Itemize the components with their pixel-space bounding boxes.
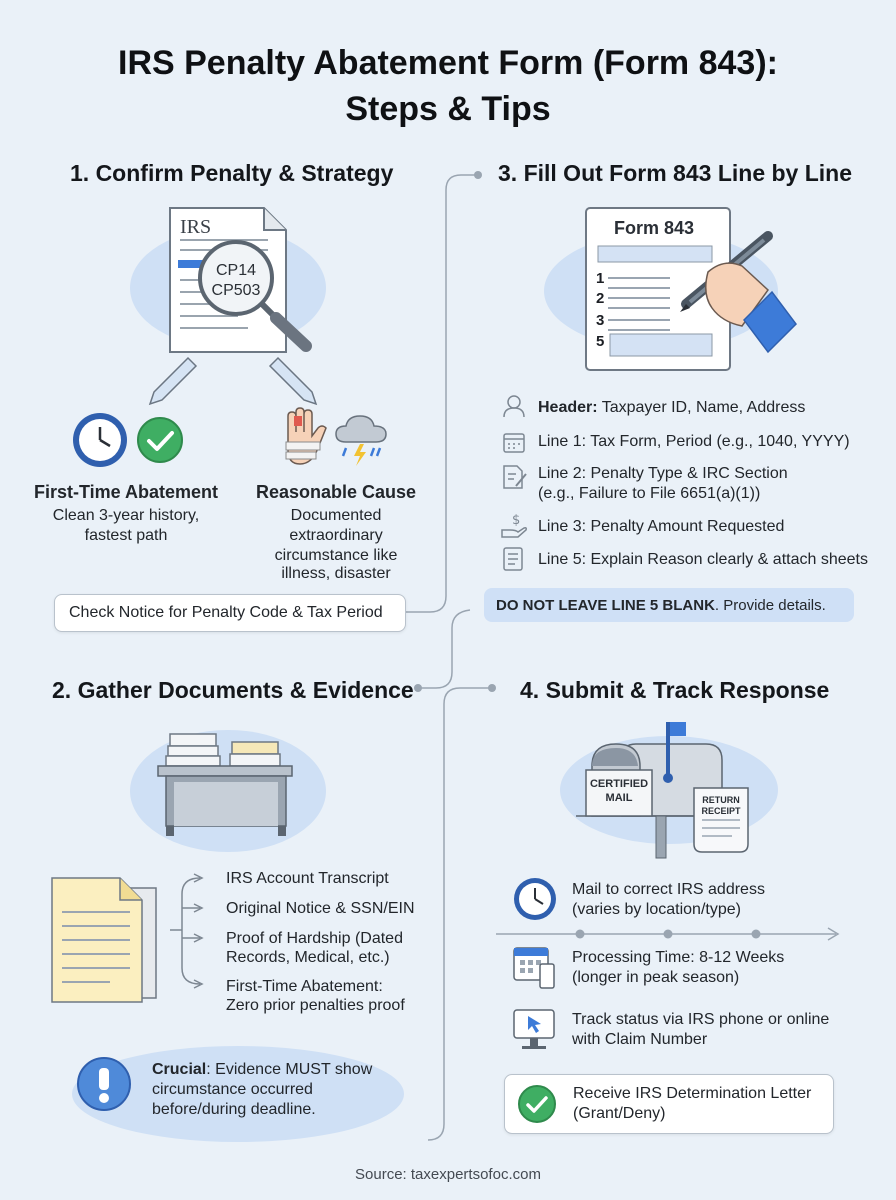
desk-with-papers-icon (157, 733, 293, 836)
crucial-line-1: Crucial: Evidence MUST show (152, 1061, 373, 1078)
arrow-down-left-icon (148, 356, 198, 406)
money-hand-icon: $ (501, 513, 527, 538)
doc-item-3b: Records, Medical, etc.) (226, 949, 390, 966)
form-line-num-2: 2 (596, 290, 605, 307)
notice-code-1: CP14 (215, 262, 257, 279)
receive-2: (Grant/Deny) (573, 1105, 666, 1122)
doc-item-4b: Zero prior penalties proof (226, 997, 405, 1014)
mail-step-2: (varies by location/type) (572, 901, 741, 918)
bracket-arrows (170, 873, 204, 989)
form-line1-row: Line 1: Tax Form, Period (e.g., 1040, YY… (538, 433, 850, 450)
form-line3-row: Line 3: Penalty Amount Requested (538, 518, 785, 535)
hand-with-pen-icon (680, 231, 797, 354)
page-title: IRS Penalty Abatement Form (Form 843): S… (118, 44, 778, 128)
rc-desc-1: Documented (290, 507, 382, 524)
arrow-down-right-icon (268, 356, 318, 406)
person-icon (503, 395, 525, 418)
computer-cursor-icon (513, 1009, 555, 1049)
notice-code-2: CP503 (211, 282, 261, 299)
form-title: Form 843 (614, 218, 695, 238)
return-receipt-icon (693, 787, 749, 853)
calendar-phone-icon (513, 947, 555, 989)
calendar-icon (503, 433, 525, 453)
receipt-text-2: RECEIPT (701, 806, 741, 816)
mail-step-1: Mail to correct IRS address (572, 881, 765, 898)
section2-heading: 2. Gather Documents & Evidence (52, 677, 414, 703)
rc-desc-2: extraordinary (289, 527, 383, 544)
timeline-arrow (496, 927, 840, 941)
doc-item-2: Original Notice & SSN/EIN (226, 900, 415, 917)
document-lines-icon (503, 547, 523, 571)
storm-cloud-icon (335, 415, 387, 466)
source-credit: Source: taxexpertsofoc.com (355, 1166, 541, 1183)
fta-desc-1: Clean 3-year history, (52, 507, 200, 524)
form-line-num-3: 3 (596, 312, 605, 329)
determination-check-icon (518, 1085, 556, 1123)
check-notice-text: Check Notice for Penalty Code & Tax Peri… (69, 604, 383, 621)
form-line-num-1: 1 (596, 270, 605, 287)
certified-text-1: CERTIFIED (589, 778, 649, 790)
crucial-line-3: before/during deadline. (152, 1101, 316, 1118)
certified-text-2: MAIL (605, 792, 633, 804)
rc-desc-3: circumstance like (274, 547, 398, 564)
form-line2-b: (e.g., Failure to File 6651(a)(1)) (538, 485, 761, 502)
form-line2-a: Line 2: Penalty Type & IRC Section (538, 465, 788, 482)
track-2: with Claim Number (572, 1031, 708, 1048)
processing-1: Processing Time: 8-12 Weeks (572, 949, 785, 966)
form-line-num-5: 5 (596, 333, 605, 350)
form-843-icon (585, 207, 731, 371)
determination-letter-box: Receive IRS Determination Letter (Grant/… (504, 1074, 834, 1134)
form-header-row: Header: Taxpayer ID, Name, Address (538, 399, 806, 416)
injured-hand-icon (285, 407, 327, 465)
processing-2: (longer in peak season) (572, 969, 740, 986)
fta-desc-2: fastest path (84, 527, 168, 544)
receipt-text-1: RETURN (702, 795, 740, 805)
rc-desc-4: illness, disaster (281, 565, 391, 582)
fta-title: First-Time Abatement (33, 482, 219, 502)
line5-warning-text: DO NOT LEAVE LINE 5 BLANK. Provide detai… (496, 597, 826, 614)
svg-text:$: $ (512, 513, 520, 528)
crucial-line-2: circumstance occurred (152, 1081, 313, 1098)
section1-heading: 1. Confirm Penalty & Strategy (70, 160, 394, 186)
notice-brand: IRS (180, 216, 212, 238)
irs-notice-icon (169, 207, 312, 353)
doc-item-3a: Proof of Hardship (Dated (226, 930, 403, 947)
receive-1: Receive IRS Determination Letter (573, 1085, 812, 1102)
document-edit-icon (503, 465, 527, 489)
section3-heading: 3. Fill Out Form 843 Line by Line (498, 160, 853, 186)
check-circle-icon (137, 417, 183, 463)
certified-mail-envelope (585, 769, 653, 817)
clock-icon (73, 413, 127, 467)
form-line5-row: Line 5: Explain Reason clearly & attach … (538, 551, 868, 568)
rc-title: Reasonable Cause (255, 482, 417, 502)
section4-heading: 4. Submit & Track Response (520, 677, 830, 703)
documents-stack-icon (51, 877, 157, 1003)
check-notice-box: Check Notice for Penalty Code & Tax Peri… (54, 594, 406, 632)
exclamation-icon (77, 1057, 131, 1111)
line5-warning-banner: DO NOT LEAVE LINE 5 BLANK. Provide detai… (484, 588, 854, 622)
mail-clock-icon (514, 878, 556, 920)
track-1: Track status via IRS phone or online (572, 1011, 830, 1028)
doc-item-4a: First-Time Abatement: (226, 978, 383, 995)
doc-item-1: IRS Account Transcript (226, 870, 389, 887)
